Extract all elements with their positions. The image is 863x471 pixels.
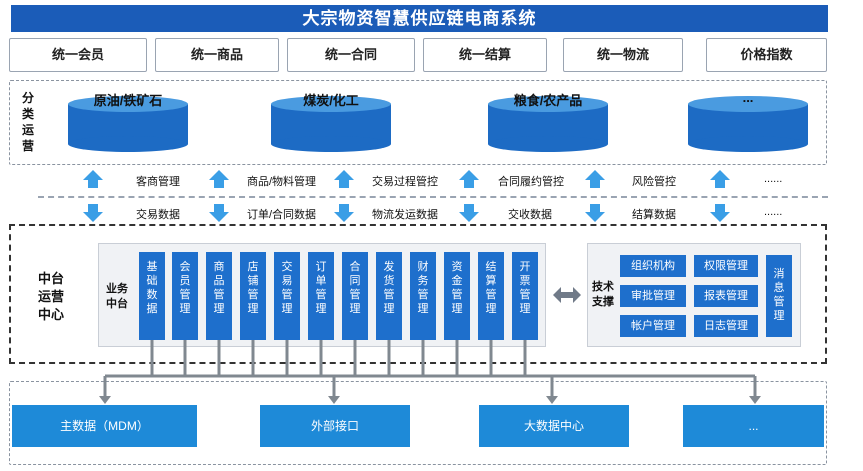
unify-logistics: 统一物流	[563, 38, 683, 72]
business-label-text: 业务中台	[106, 283, 128, 310]
middle-section	[9, 224, 827, 364]
down-arrow-icon	[710, 204, 730, 222]
down-arrow-icon	[334, 204, 354, 222]
down-label-delivery-data: 交收数据	[508, 209, 552, 221]
module-shop-text: 店铺管理	[247, 261, 259, 315]
bidirectional-arrow-icon	[553, 287, 581, 303]
unify-member: 统一会员	[9, 38, 147, 72]
tech-report: 报表管理	[694, 285, 758, 307]
tech-approval: 审批管理	[620, 285, 686, 307]
module-finance: 财务管理	[410, 252, 436, 340]
bottom-section	[9, 381, 827, 465]
module-order: 订单管理	[308, 252, 334, 340]
category-section	[9, 80, 827, 165]
tech-message: 消息管理	[766, 255, 792, 337]
tech-account: 帐户管理	[620, 315, 686, 337]
module-basic-data-text: 基础数据	[146, 261, 158, 315]
module-funds: 资金管理	[444, 252, 470, 340]
tech-org: 组织机构	[620, 255, 686, 277]
cylinder-oil	[68, 96, 188, 152]
up-label-trade-process: 交易过程管控	[372, 176, 438, 188]
down-label-logistics-data: 物流发运数据	[372, 209, 438, 221]
down-arrow-icon	[459, 204, 479, 222]
module-shipping: 发货管理	[376, 252, 402, 340]
up-arrow-icon	[334, 170, 354, 188]
module-settlement: 结算管理	[478, 252, 504, 340]
middle-section-label-text: 中台运营中心	[37, 271, 64, 322]
tech-permission: 权限管理	[694, 255, 758, 277]
up-label-more: ......	[764, 173, 783, 185]
cylinder-coal	[271, 96, 391, 152]
module-member: 会员管理	[172, 252, 198, 340]
module-funds-text: 资金管理	[451, 261, 463, 315]
big-data-box: 大数据中心	[479, 405, 629, 447]
middle-section-label: 中台运营中心	[30, 270, 72, 324]
category-more-label: ...	[742, 90, 754, 105]
module-contract-text: 合同管理	[349, 261, 361, 315]
up-label-merchant: 客商管理	[136, 176, 180, 188]
tech-message-text: 消息管理	[773, 268, 785, 322]
module-member-text: 会员管理	[179, 261, 191, 315]
category-grain-label: 粮食/农产品	[513, 93, 583, 108]
down-label-more: ......	[764, 206, 783, 218]
up-arrow-icon	[209, 170, 229, 188]
down-arrow-icon	[585, 204, 605, 222]
module-product-text: 商品管理	[213, 261, 225, 315]
external-api-box: 外部接口	[260, 405, 410, 447]
price-index: 价格指数	[706, 38, 827, 72]
up-arrow-icon	[459, 170, 479, 188]
down-arrow-icon	[209, 204, 229, 222]
page-title: 大宗物资智慧供应链电商系统	[11, 5, 828, 32]
up-arrow-icon	[83, 170, 103, 188]
module-invoice-text: 开票管理	[519, 261, 531, 315]
module-contract: 合同管理	[342, 252, 368, 340]
tech-log: 日志管理	[694, 315, 758, 337]
module-shop: 店铺管理	[240, 252, 266, 340]
module-finance-text: 财务管理	[417, 261, 429, 315]
mdm-box: 主数据（MDM）	[12, 405, 197, 447]
module-order-text: 订单管理	[315, 261, 327, 315]
module-invoice: 开票管理	[512, 252, 538, 340]
category-section-label: 分类运营	[16, 90, 40, 154]
unify-settlement: 统一结算	[423, 38, 547, 72]
category-oil-label: 原油/铁矿石	[93, 93, 163, 108]
up-arrow-icon	[710, 170, 730, 188]
divider-line	[38, 196, 828, 198]
tech-label: 技术支撑	[589, 280, 617, 310]
up-arrow-icon	[585, 170, 605, 188]
module-shipping-text: 发货管理	[383, 261, 395, 315]
module-trade: 交易管理	[274, 252, 300, 340]
down-label-order-data: 订单/合同数据	[247, 209, 317, 221]
module-trade-text: 交易管理	[281, 261, 293, 315]
down-label-settlement-data: 结算数据	[632, 209, 676, 221]
category-section-label-text: 分类运营	[21, 91, 34, 153]
up-label-risk: 风险管控	[632, 176, 676, 188]
category-coal-label: 煤炭/化工	[303, 93, 359, 108]
module-product: 商品管理	[206, 252, 232, 340]
up-label-contract-perf: 合同履约管控	[498, 176, 564, 188]
unify-product: 统一商品	[155, 38, 279, 72]
more-box: ...	[683, 405, 824, 447]
cylinder-more	[688, 96, 808, 152]
down-label-trade-data: 交易数据	[136, 209, 180, 221]
unify-contract: 统一合同	[287, 38, 415, 72]
cylinder-grain	[488, 96, 608, 152]
up-label-material: 商品/物料管理	[247, 176, 317, 188]
tech-label-text: 技术支撑	[592, 281, 614, 308]
module-settlement-text: 结算管理	[485, 261, 497, 315]
down-arrow-icon	[83, 204, 103, 222]
business-label: 业务中台	[104, 282, 130, 312]
module-basic-data: 基础数据	[139, 252, 165, 340]
